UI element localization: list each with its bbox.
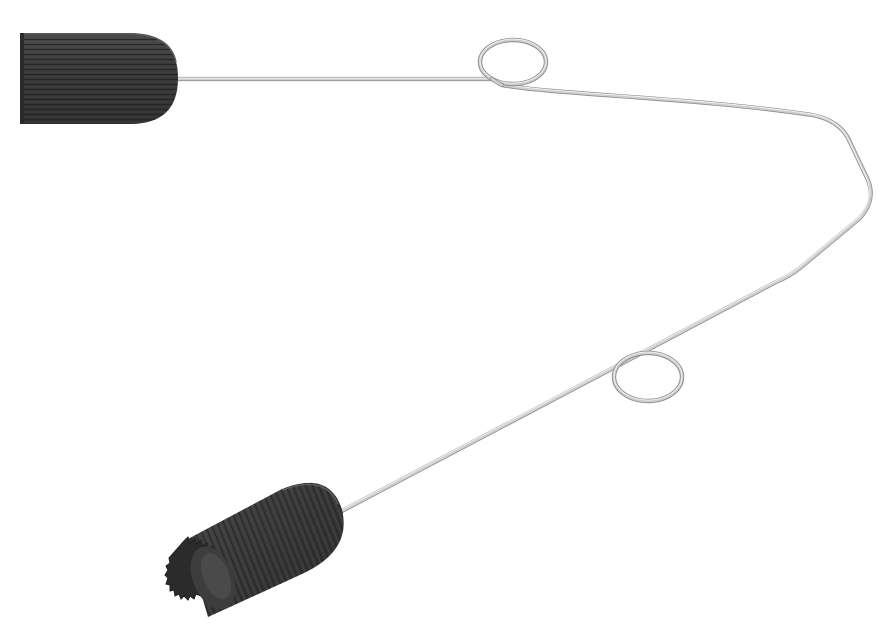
wire [169,76,873,515]
upper-loop [477,37,549,88]
lower-loop [611,350,685,404]
lower-cap [164,482,344,617]
upper-cap [20,33,178,124]
